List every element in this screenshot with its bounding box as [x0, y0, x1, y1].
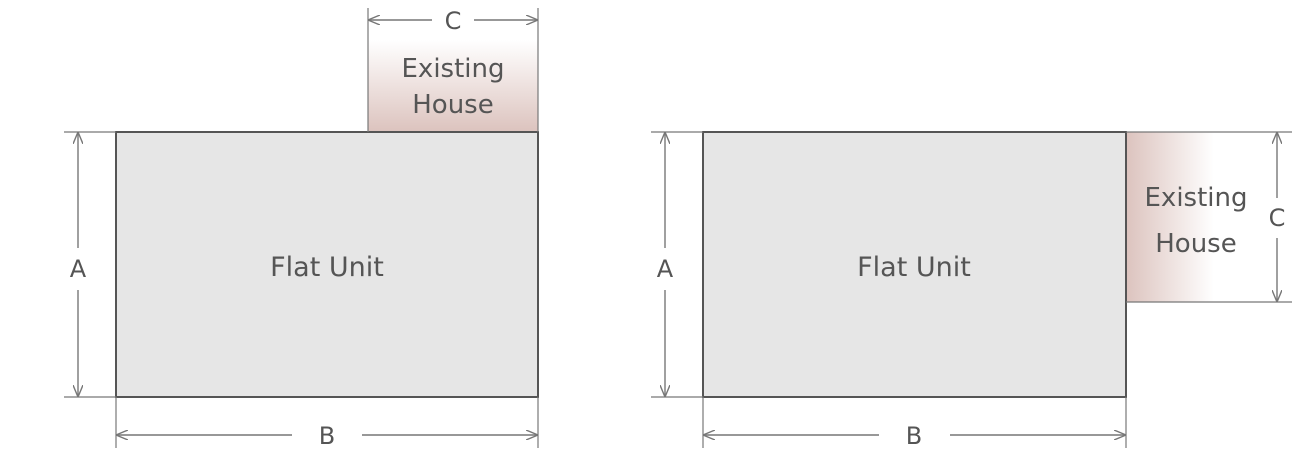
- existing-house-label-line2: House: [1155, 229, 1236, 259]
- existing-house-label-line2: House: [412, 90, 493, 120]
- dimension-c: C: [1126, 131, 1292, 303]
- flat-unit-label: Flat Unit: [857, 252, 971, 283]
- existing-house-area: [1126, 132, 1214, 302]
- existing-house-label-line1: Existing: [1145, 183, 1248, 213]
- dimension-c-label: C: [445, 7, 462, 35]
- diagram-right: Existing House Flat Unit C A B: [651, 131, 1292, 450]
- flat-unit-rect: [702, 131, 1127, 398]
- dimension-b: B: [702, 397, 1127, 450]
- dimension-a: A: [651, 131, 703, 398]
- diagram-left: Existing House Flat Unit C A B: [64, 7, 539, 450]
- dimension-a-label: A: [70, 255, 87, 283]
- dimension-c: C: [367, 7, 539, 132]
- dimension-c-label: C: [1269, 204, 1286, 232]
- dimension-b-label: B: [906, 422, 922, 450]
- flat-unit-rect: [115, 131, 539, 398]
- existing-house-area: [368, 40, 538, 132]
- dimension-a: A: [64, 131, 116, 398]
- existing-house-label-line1: Existing: [402, 54, 505, 84]
- dimension-b: B: [115, 397, 539, 450]
- flat-unit-label: Flat Unit: [270, 252, 384, 283]
- dimension-a-label: A: [657, 255, 674, 283]
- dimension-b-label: B: [319, 422, 335, 450]
